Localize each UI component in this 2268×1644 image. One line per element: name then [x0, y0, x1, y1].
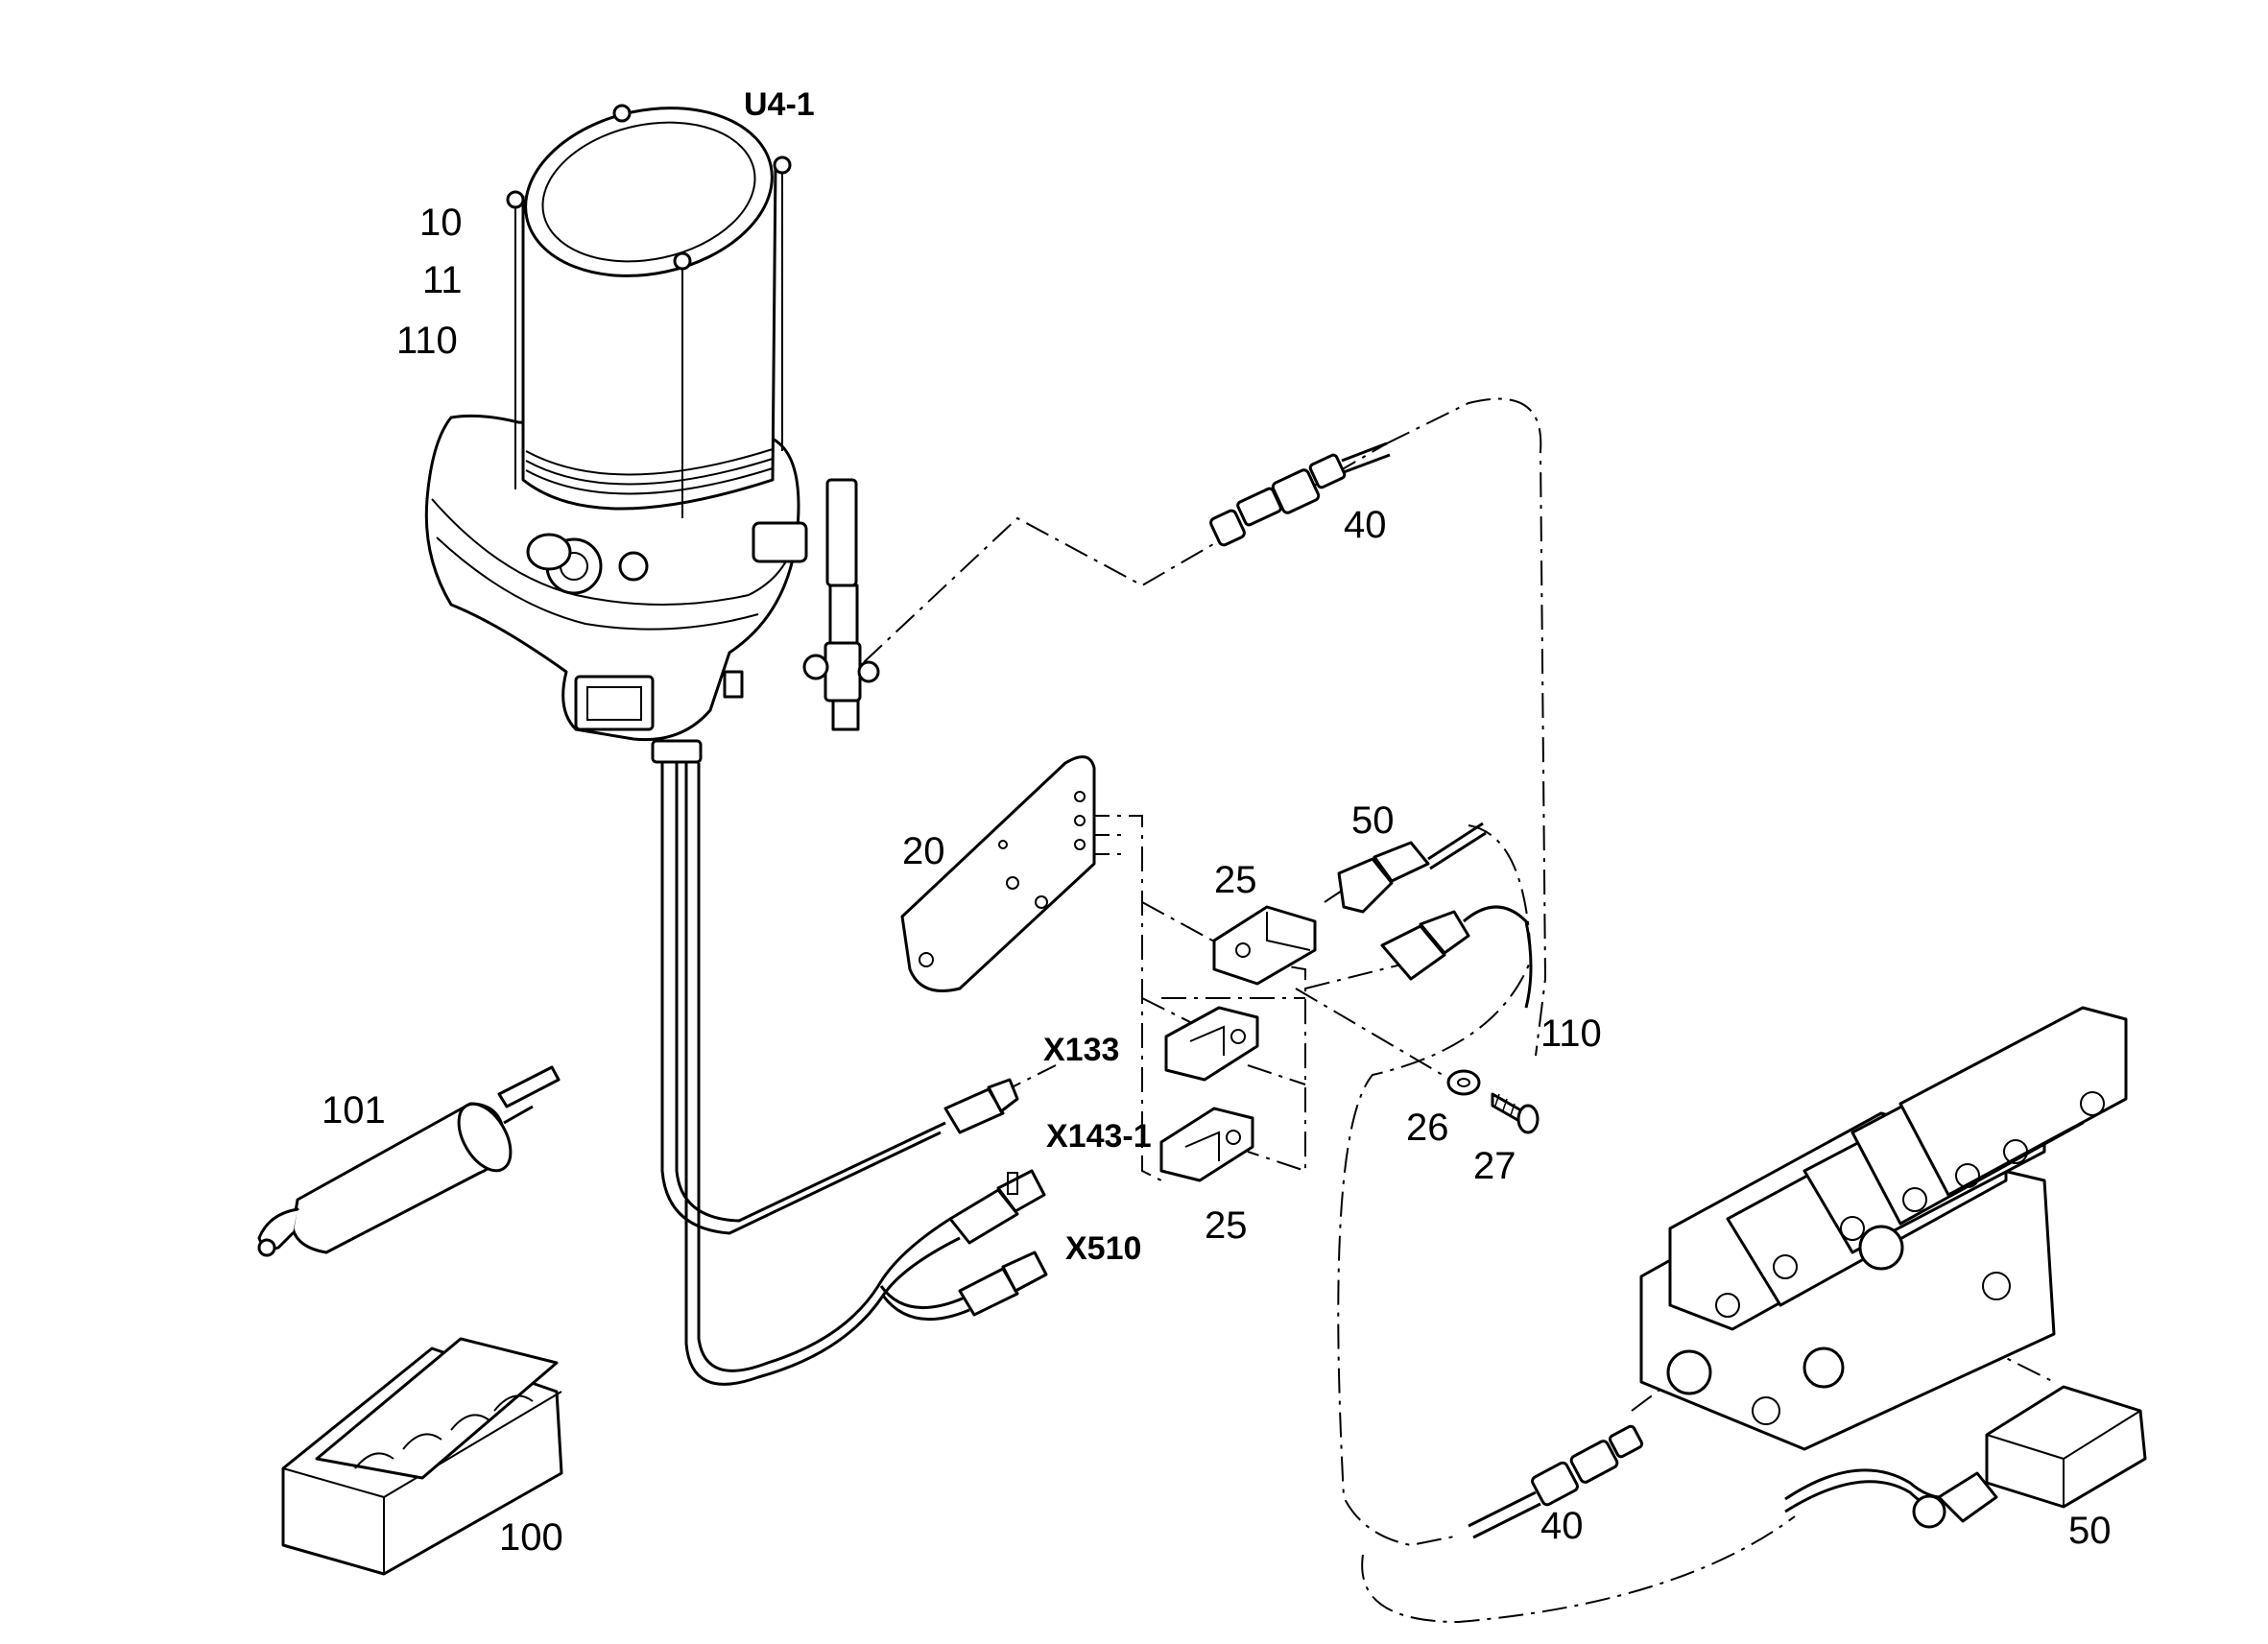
label-40-bottom: 40 [1540, 1505, 1584, 1547]
label-x143-1: X143-1 [1046, 1118, 1152, 1155]
label-11: 11 [422, 259, 463, 301]
fitting-40-bottom [1468, 1424, 1644, 1539]
guide-lines [863, 397, 2055, 1624]
bracket-20 [900, 755, 1096, 992]
box-100 [281, 1337, 563, 1576]
distributor-block [1639, 1006, 2128, 1451]
label-100: 100 [499, 1516, 563, 1559]
label-26: 26 [1406, 1107, 1449, 1149]
label-50-top: 50 [1351, 799, 1395, 842]
label-40-top: 40 [1344, 504, 1387, 546]
fitting-40-top [1209, 441, 1391, 547]
lubrication-pump [424, 104, 880, 764]
part-labels: U4-1 10 11 110 40 20 50 25 110 X133 X143… [322, 86, 2112, 1559]
label-u4-1: U4-1 [744, 86, 815, 123]
plug-50-top [1337, 822, 1487, 914]
clip-25-middle [1164, 1006, 1259, 1082]
label-20: 20 [902, 830, 945, 872]
label-25-bottom: 25 [1205, 1204, 1248, 1247]
clip-25-top [1212, 905, 1317, 986]
label-10: 10 [419, 202, 463, 244]
pump-cables [660, 763, 970, 1386]
label-27: 27 [1473, 1145, 1516, 1187]
label-110-right: 110 [1540, 1013, 1602, 1055]
label-25-top: 25 [1214, 859, 1257, 901]
connector-x510 [958, 1251, 1048, 1317]
connector-x143-1 [948, 1169, 1046, 1245]
label-x133: X133 [1043, 1032, 1119, 1068]
label-101: 101 [322, 1089, 386, 1132]
label-110-top: 110 [396, 320, 458, 362]
clip-25-bottom [1159, 1107, 1254, 1182]
label-x510: X510 [1065, 1230, 1141, 1267]
grease-gun-101 [257, 1065, 561, 1257]
label-50-bottom: 50 [2068, 1510, 2112, 1552]
washer-26 [1446, 1069, 1481, 1096]
connector-x133 [943, 1078, 1019, 1134]
screw-27 [1491, 1092, 1540, 1134]
plug-50-bottom [1784, 1385, 2147, 1529]
plug-110 [1380, 905, 1533, 1009]
